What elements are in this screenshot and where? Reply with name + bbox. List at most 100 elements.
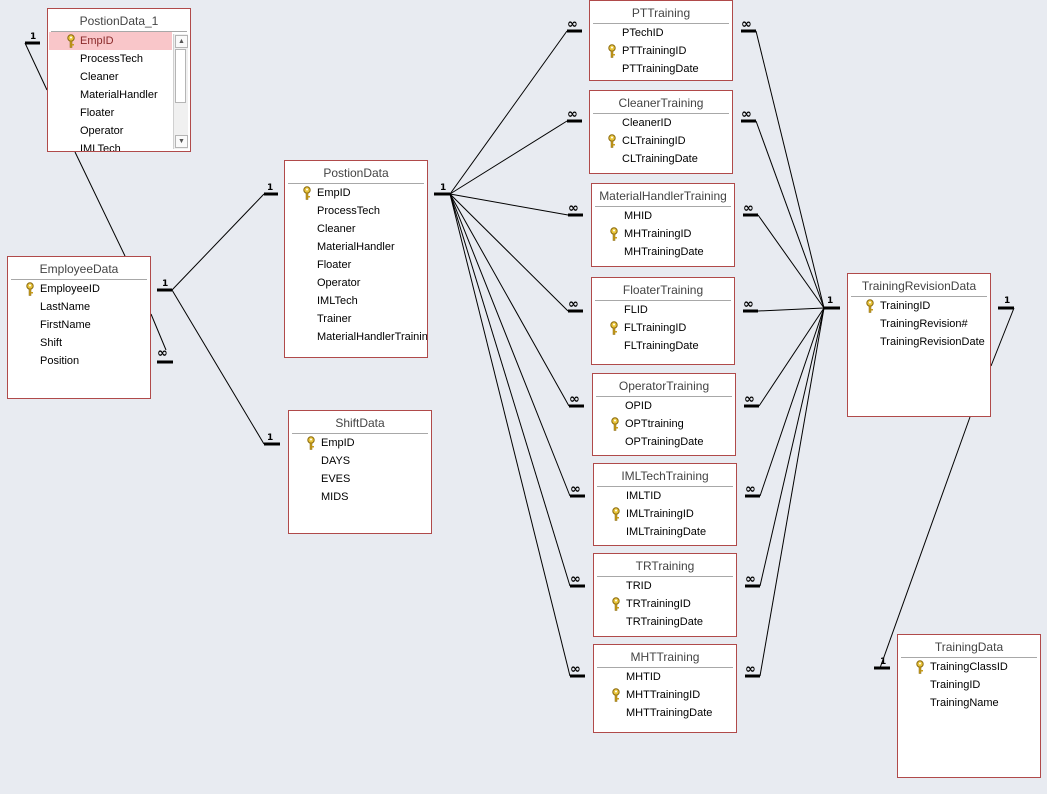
field-row[interactable]: TrainingClassID — [898, 658, 1040, 676]
scroll-down-button[interactable]: ▼ — [175, 135, 188, 148]
field-row[interactable]: IMLTID — [594, 487, 736, 505]
primary-key-icon — [66, 34, 76, 48]
table-floatertraining[interactable]: FloaterTraining FLID FLTrainingID FLTraini… — [591, 277, 735, 365]
field-row[interactable]: Floater — [285, 256, 427, 274]
field-row[interactable]: MaterialHandler — [48, 86, 190, 104]
field-row[interactable]: FLTrainingID — [592, 319, 734, 337]
field-row[interactable]: MHID — [592, 207, 734, 225]
field-row[interactable]: CLTrainingID — [590, 132, 732, 150]
scroll-thumb[interactable] — [175, 49, 186, 103]
field-row[interactable]: MIDS — [289, 488, 431, 506]
field-row[interactable]: IMLTech — [285, 292, 427, 310]
table-title[interactable]: IMLTechTraining — [597, 464, 733, 487]
field-row[interactable]: EVES — [289, 470, 431, 488]
primary-key-icon — [607, 44, 617, 58]
table-title[interactable]: CleanerTraining — [593, 91, 729, 114]
table-title[interactable]: MHTTraining — [597, 645, 733, 668]
table-title[interactable]: PostionData — [288, 161, 424, 184]
field-row[interactable]: OPID — [593, 397, 735, 415]
field-row[interactable]: EmpID — [289, 434, 431, 452]
scroll-up-button[interactable]: ▲ — [175, 35, 188, 48]
field-row[interactable]: TrainingRevision# — [848, 315, 990, 333]
field-row[interactable]: IMLTech — [48, 140, 190, 151]
relationship-line — [757, 214, 825, 309]
table-title[interactable]: ShiftData — [292, 411, 428, 434]
field-row[interactable]: IMLTrainingID — [594, 505, 736, 523]
field-row[interactable]: TRID — [594, 577, 736, 595]
field-row[interactable]: MHTID — [594, 668, 736, 686]
field-row[interactable]: MHTrainingID — [592, 225, 734, 243]
field-row[interactable]: TrainingID — [898, 676, 1040, 694]
field-name: EmpID — [317, 187, 351, 199]
primary-key-icon — [865, 299, 875, 313]
table-title[interactable]: TrainingRevisionData — [851, 274, 987, 297]
field-row-selected[interactable]: EmpID — [49, 32, 172, 50]
field-row[interactable]: Operator — [285, 274, 427, 292]
field-row[interactable]: TrainingID — [848, 297, 990, 315]
field-row[interactable]: IMLTrainingDate — [594, 523, 736, 541]
field-row[interactable]: PTechID — [590, 24, 732, 42]
table-title[interactable]: MaterialHandlerTraining — [595, 184, 731, 207]
field-row[interactable]: MHTrainingDate — [592, 243, 734, 261]
cardinality-one-label: 1 — [162, 279, 169, 289]
field-row[interactable]: EmpID — [285, 184, 427, 202]
field-row[interactable]: FLID — [592, 301, 734, 319]
table-title[interactable]: OperatorTraining — [596, 374, 732, 397]
field-row[interactable]: TRTrainingID — [594, 595, 736, 613]
field-row[interactable]: Operator — [48, 122, 190, 140]
field-row[interactable]: Position — [8, 352, 150, 370]
field-row[interactable]: FLTrainingDate — [592, 337, 734, 355]
table-title[interactable]: PostionData_1 — [51, 9, 187, 32]
field-name: Operator — [317, 277, 361, 289]
field-row[interactable]: OPTrainingDate — [593, 433, 735, 451]
field-name: Operator — [80, 125, 124, 137]
field-row[interactable]: EmployeeID — [8, 280, 150, 298]
field-row[interactable]: DAYS — [289, 452, 431, 470]
field-row[interactable]: CleanerID — [590, 114, 732, 132]
field-name: OPID — [625, 400, 652, 412]
table-title[interactable]: EmployeeData — [11, 257, 147, 280]
field-row[interactable]: Shift — [8, 334, 150, 352]
field-name: FLTrainingID — [624, 322, 687, 334]
field-row[interactable]: PTTrainingID — [590, 42, 732, 60]
table-title[interactable]: TRTraining — [597, 554, 733, 577]
field-row[interactable]: TRTrainingDate — [594, 613, 736, 631]
field-row[interactable]: FirstName — [8, 316, 150, 334]
field-row[interactable]: MaterialHandler — [285, 238, 427, 256]
field-row[interactable]: MaterialHandlerTraining — [285, 328, 427, 346]
field-row[interactable]: LastName — [8, 298, 150, 316]
field-row[interactable]: ProcessTech — [48, 50, 190, 68]
table-title[interactable]: FloaterTraining — [595, 278, 731, 301]
field-row[interactable]: MHTTrainingID — [594, 686, 736, 704]
field-row[interactable]: Floater — [48, 104, 190, 122]
field-row[interactable]: Cleaner — [285, 220, 427, 238]
vertical-scrollbar[interactable]: ▲ ▼ — [173, 34, 188, 149]
field-row[interactable]: CLTrainingDate — [590, 150, 732, 168]
table-title[interactable]: TrainingData — [901, 635, 1037, 658]
field-row[interactable]: TrainingName — [898, 694, 1040, 712]
field-row[interactable]: TrainingRevisionDate — [848, 333, 990, 351]
field-row[interactable]: OPTtraining — [593, 415, 735, 433]
field-row[interactable]: PTTrainingDate — [590, 60, 732, 78]
field-row[interactable]: ProcessTech — [285, 202, 427, 220]
field-row[interactable]: MHTTrainingDate — [594, 704, 736, 722]
field-row[interactable]: Cleaner — [48, 68, 190, 86]
table-title[interactable]: PTTraining — [593, 1, 729, 24]
relationship-line — [449, 193, 571, 677]
field-row[interactable]: Trainer — [285, 310, 427, 328]
